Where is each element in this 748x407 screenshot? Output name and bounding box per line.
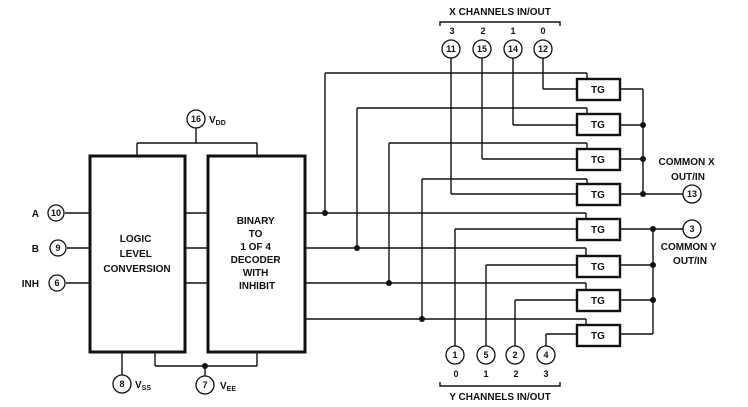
vss-pin-number: 8	[119, 379, 124, 389]
vdd-subscript: DD	[216, 120, 226, 127]
decoder-label-line: 1 OF 4	[240, 242, 271, 253]
common-y-pin	[682, 219, 702, 239]
input-pin-inh	[48, 274, 66, 292]
common-x-label: COMMON X OUT/IN	[659, 157, 718, 183]
logic-label-line: LEVEL	[120, 249, 152, 260]
y-channel-pin-number: 1	[452, 350, 457, 360]
y-channels-title: Y CHANNELS IN/OUT	[449, 392, 551, 403]
y-channel-pin-number: 2	[512, 350, 517, 360]
vee-name: V	[220, 381, 227, 392]
logic-label-line: CONVERSION	[103, 264, 170, 275]
common-y-label: COMMON Y OUT/IN	[661, 242, 720, 267]
vdd-label: VDD	[209, 115, 226, 127]
vss-label: VSS	[135, 380, 151, 392]
decoder-label-line: TO	[249, 229, 263, 240]
wiring	[65, 21, 683, 387]
x-channel-pin	[503, 39, 523, 59]
y-channel-index: 1	[483, 369, 488, 379]
common-x-line: COMMON X	[659, 157, 715, 168]
y-channel-pin	[536, 345, 556, 365]
y-channel-index: 3	[543, 369, 548, 379]
gate-label: TG	[591, 331, 605, 342]
gate-label: TG	[591, 225, 605, 236]
vee-pin-number: 7	[202, 380, 207, 390]
x-channel-pin	[441, 39, 461, 59]
decoder-label-line: WITH	[243, 268, 269, 279]
decoder-label-line: BINARY	[237, 216, 275, 227]
logic-level-conversion-block	[88, 154, 187, 354]
vdd-pin-number: 16	[191, 114, 201, 124]
gate-label: TG	[591, 85, 605, 96]
x-channel-index: 2	[480, 26, 485, 36]
decoder-block	[206, 154, 307, 354]
input-pin-number-a: 10	[51, 208, 61, 218]
input-pin-number-b: 9	[55, 243, 60, 253]
y-channel-index: 2	[513, 369, 518, 379]
vss-pin	[112, 374, 132, 394]
logic-block-label: LOGIC LEVEL CONVERSION	[103, 234, 170, 275]
y-channel-pin	[505, 345, 525, 365]
junction-dots	[202, 122, 656, 369]
x-channel-pin-number: 12	[538, 44, 548, 54]
x-channel-pin-number: 14	[508, 44, 518, 54]
x-channel-index: 3	[449, 26, 454, 36]
y-channel-pin-number: 5	[483, 350, 488, 360]
gate-label: TG	[591, 296, 605, 307]
vss-name: V	[135, 380, 142, 391]
common-y-line: COMMON Y	[661, 242, 717, 253]
x-channels-title: X CHANNELS IN/OUT	[449, 7, 551, 18]
transmission-gate-x0	[575, 77, 622, 102]
vdd-name: V	[209, 115, 216, 126]
vdd-pin	[186, 109, 206, 129]
vss-subscript: SS	[142, 385, 152, 392]
x-channel-index: 0	[540, 26, 545, 36]
common-x-pin-number: 13	[687, 189, 697, 199]
common-y-pin-number: 3	[689, 224, 694, 234]
common-x-line: OUT/IN	[671, 172, 705, 183]
y-channel-pin	[445, 345, 465, 365]
transmission-gate-y2	[575, 288, 622, 313]
common-y-line: OUT/IN	[673, 256, 707, 267]
decoder-block-label: BINARY TO 1 OF 4 DECODER WITH INHIBIT	[231, 216, 284, 292]
input-label-b: B	[32, 244, 39, 255]
transmission-gate-x3	[575, 182, 622, 207]
common-x-pin	[682, 184, 702, 204]
y-channel-pin	[476, 345, 496, 365]
y-channel-pin-number: 4	[543, 350, 548, 360]
vee-subscript: EE	[227, 386, 237, 393]
logic-label-line: LOGIC	[120, 234, 152, 245]
vee-label: VEE	[220, 381, 236, 393]
input-pin-b	[49, 239, 67, 257]
gate-label: TG	[591, 262, 605, 273]
x-channel-pin	[533, 39, 553, 59]
gate-label: TG	[591, 120, 605, 131]
y-channel-index: 0	[453, 369, 458, 379]
x-channel-pin	[472, 39, 492, 59]
transmission-gate-y1	[575, 254, 622, 279]
input-label-a: A	[32, 209, 39, 220]
transmission-gate-x2	[575, 147, 622, 172]
decoder-label-line: DECODER	[231, 255, 282, 266]
input-pin-a	[47, 204, 65, 222]
vee-pin	[195, 375, 215, 395]
x-channel-pin-number: 15	[477, 44, 487, 54]
x-channel-pin-number: 11	[446, 44, 456, 54]
x-channel-index: 1	[510, 26, 515, 36]
transmission-gate-y0	[575, 217, 622, 242]
gate-label: TG	[591, 155, 605, 166]
transmission-gate-y3	[575, 323, 622, 348]
decoder-label-line: INHIBIT	[239, 281, 275, 292]
input-pin-number-inh: 6	[54, 278, 59, 288]
transmission-gate-x1	[575, 112, 622, 137]
input-label-inh: INH	[22, 279, 39, 290]
gate-label: TG	[591, 190, 605, 201]
